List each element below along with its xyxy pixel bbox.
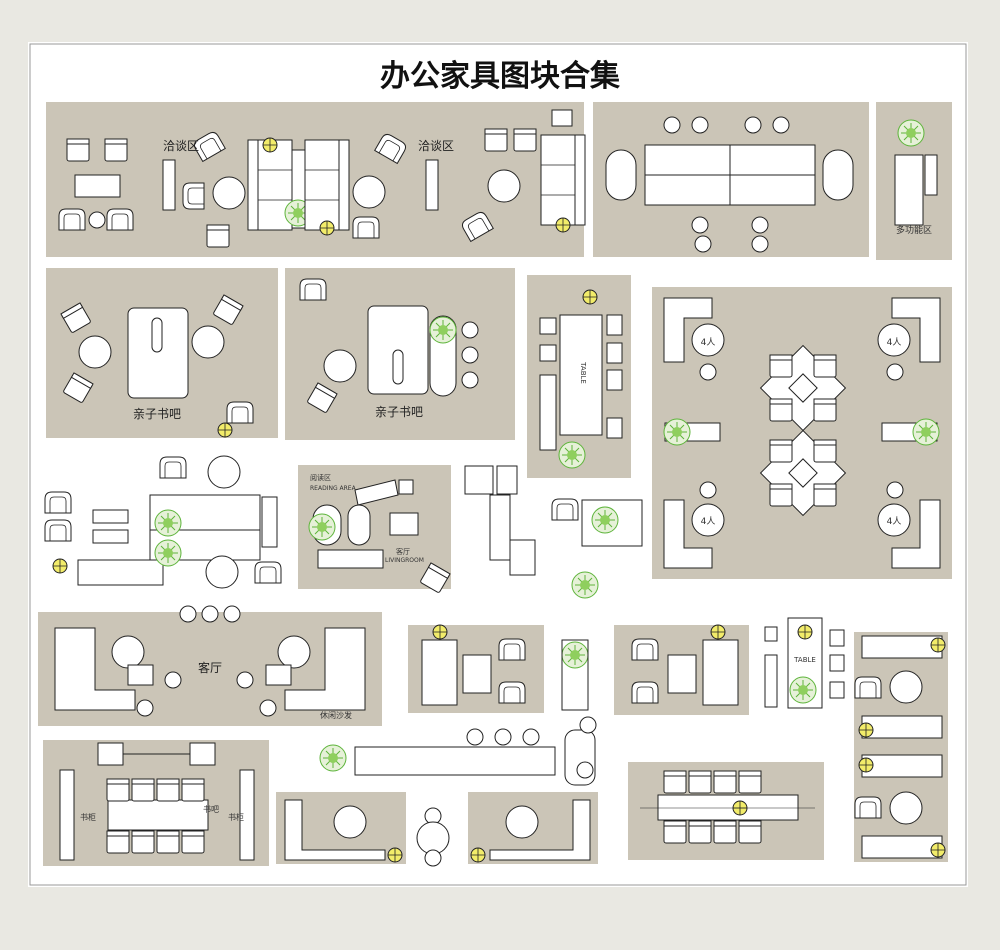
workstation-furniture bbox=[605, 116, 854, 253]
page-title: 办公家具图块合集 bbox=[380, 59, 621, 94]
label-table-1: TABLE bbox=[579, 361, 587, 384]
label-seat-a3: 4人 bbox=[701, 516, 716, 527]
lounge-1-furniture bbox=[421, 624, 526, 706]
living-room-furniture bbox=[54, 605, 366, 717]
loose-center bbox=[464, 465, 643, 599]
loose-seating-left bbox=[44, 455, 282, 589]
lounge-2-furniture bbox=[631, 624, 739, 706]
label-reading-bar-2: 亲子书吧 bbox=[375, 405, 423, 419]
label-book-wall-1: 书柜 bbox=[80, 812, 96, 822]
label-seat-a1: 4人 bbox=[701, 337, 716, 348]
label-living-room-en: LIVINGROOM bbox=[385, 557, 424, 564]
reading-area-furniture bbox=[308, 479, 451, 594]
long-counter bbox=[319, 716, 597, 786]
label-living-room: 客厅 bbox=[198, 660, 222, 675]
book-bar-furniture bbox=[539, 289, 623, 469]
label-table-2: TABLE bbox=[793, 656, 816, 664]
meeting-room-furniture bbox=[640, 770, 815, 844]
label-multifunction: 多功能区 bbox=[896, 224, 932, 236]
label-living-room-small: 客厅 bbox=[396, 547, 410, 556]
label-reading-area-en: READING AREA bbox=[310, 485, 357, 492]
lounge-4-furniture bbox=[470, 799, 591, 863]
reading-bar-1-furniture bbox=[60, 294, 254, 438]
label-seat-a2: 4人 bbox=[887, 337, 902, 348]
reading-bar-2-furniture bbox=[299, 278, 479, 414]
library-furniture bbox=[59, 742, 255, 861]
zone-right-seating bbox=[854, 632, 948, 862]
label-negotiation-2: 洽谈区 bbox=[418, 139, 454, 153]
right-seating-furniture bbox=[854, 635, 946, 859]
negotiation-furniture bbox=[58, 109, 586, 248]
label-lounge-tag: 休闲沙发 bbox=[320, 710, 352, 720]
cafe-furniture bbox=[663, 297, 941, 569]
label-book-wall-2: 书柜 bbox=[228, 812, 244, 822]
label-reading-bar-1: 亲子书吧 bbox=[133, 407, 181, 421]
label-seat-a4: 4人 bbox=[887, 516, 902, 527]
planter-divider bbox=[561, 639, 589, 711]
label-book-bar: 书吧 bbox=[203, 804, 219, 814]
lounge-3-furniture bbox=[284, 799, 403, 863]
label-reading-area: 阅读区 bbox=[310, 473, 331, 482]
label-negotiation-1: 洽谈区 bbox=[163, 139, 199, 153]
small-book-bar bbox=[764, 617, 845, 709]
